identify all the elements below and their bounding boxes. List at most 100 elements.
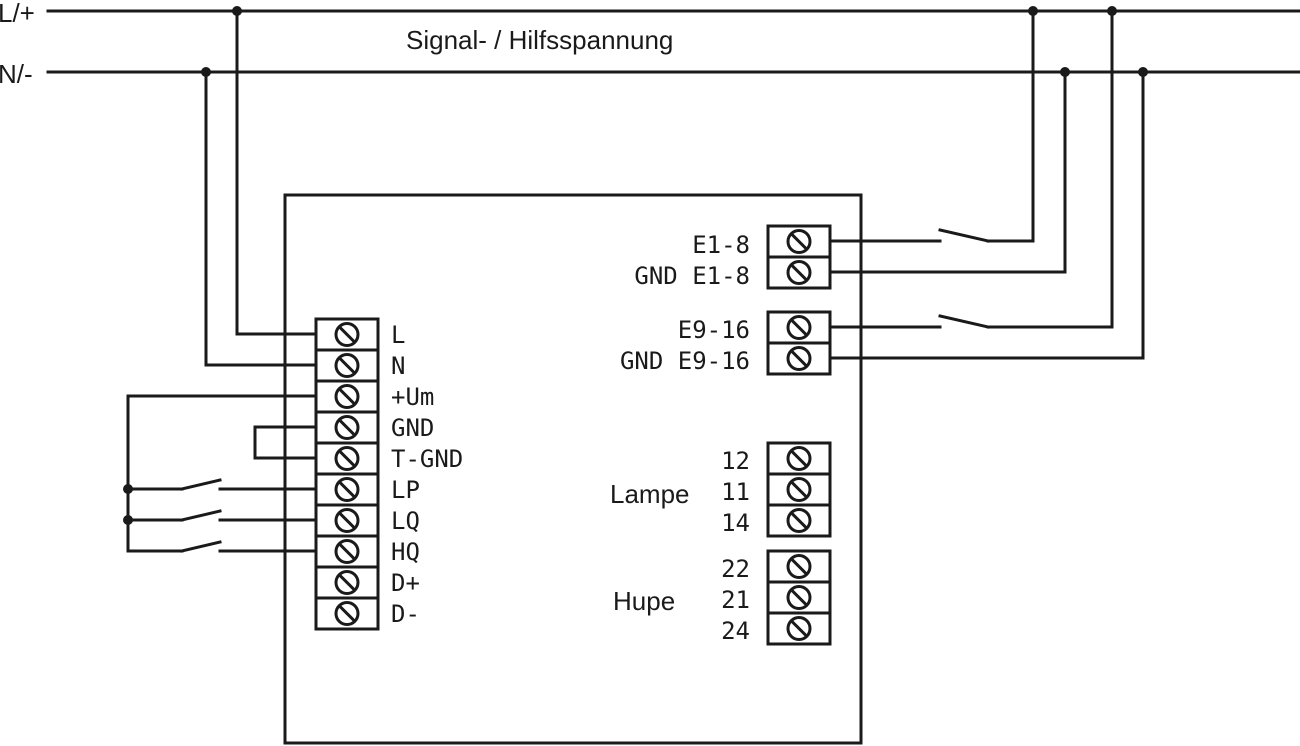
screw-icon [786, 585, 812, 610]
left-terminal [314, 503, 380, 538]
hupe-terminal [766, 580, 832, 615]
screw-slot [338, 480, 356, 499]
lampe-pin-14: 14 [721, 509, 750, 537]
wire-n [204, 70, 318, 367]
input-terminal [766, 255, 832, 290]
screw-icon [786, 260, 812, 285]
screw-slot [790, 480, 808, 499]
input-terminal-blocks [766, 224, 832, 376]
screw-icon [334, 570, 360, 595]
left-terminal [314, 348, 380, 383]
l-plus-label: L/+ [0, 0, 35, 28]
left-terminal-label: HQ [391, 538, 420, 566]
left-terminal [314, 596, 380, 631]
switch-e1-8 [938, 228, 990, 243]
wire-e1-8-b [986, 9, 1035, 243]
input-terminal [766, 224, 832, 259]
switch-hq [180, 540, 222, 553]
input-gnd-e9-16-label: GND E9-16 [620, 347, 750, 375]
input-terminal [766, 310, 832, 345]
screw-icon [334, 384, 360, 409]
n-minus-label: N/- [0, 59, 33, 89]
screw-slot [790, 619, 808, 638]
left-terminal-label: D- [391, 600, 420, 628]
input-terminal [766, 341, 832, 376]
screw-icon [334, 353, 360, 378]
hupe-pin-24: 24 [721, 617, 750, 645]
wire-um-common [126, 394, 318, 553]
hupe-terminal [766, 549, 832, 584]
screw-icon [786, 554, 812, 579]
relay-terminal-blocks [766, 441, 832, 646]
left-terminal [314, 317, 380, 352]
screw-slot [338, 604, 356, 623]
screw-icon [786, 616, 812, 641]
left-terminal-label: D+ [391, 569, 420, 597]
supply-label: Signal- / Hilfsspannung [406, 25, 673, 55]
switch-lq [180, 509, 222, 522]
lampe-terminal [766, 503, 832, 538]
screw-slot [790, 588, 808, 607]
left-terminal [314, 565, 380, 600]
left-terminal-label: N [391, 352, 405, 380]
left-terminal-block [314, 317, 380, 631]
screw-slot [790, 232, 808, 251]
left-terminal [314, 472, 380, 507]
lampe-pin-11: 11 [721, 478, 750, 506]
screw-icon [334, 322, 360, 347]
screw-slot [338, 356, 356, 375]
screw-icon [786, 315, 812, 340]
switch-lp [180, 478, 222, 491]
wire-gnd-bridge [253, 425, 318, 460]
input-e1-8-label: E1-8 [692, 231, 750, 259]
screw-slot [338, 449, 356, 468]
left-terminal [314, 410, 380, 445]
left-terminal-label: +Um [391, 383, 434, 411]
left-terminal-label: T-GND [391, 445, 463, 473]
screw-icon [334, 477, 360, 502]
lampe-terminal [766, 441, 832, 476]
wire-l [235, 9, 318, 336]
wire-gnd-e1-8 [828, 70, 1067, 274]
screw-icon [334, 539, 360, 564]
screw-icon [786, 446, 812, 471]
screw-slot [790, 449, 808, 468]
wire-gnd-e9-16 [828, 70, 1145, 360]
screw-icon [786, 508, 812, 533]
input-gnd-e1-8-label: GND E1-8 [634, 262, 750, 290]
screw-slot [338, 418, 356, 437]
screw-slot [338, 573, 356, 592]
screw-icon [334, 508, 360, 533]
screw-slot [338, 387, 356, 406]
screw-slot [338, 325, 356, 344]
screw-slot [790, 349, 808, 368]
screw-icon [334, 601, 360, 626]
screw-slot [790, 318, 808, 337]
screw-slot [338, 511, 356, 530]
screw-icon [786, 346, 812, 371]
lampe-terminal [766, 472, 832, 507]
left-terminal [314, 379, 380, 414]
hupe-pin-21: 21 [721, 586, 750, 614]
left-terminal-label: LP [391, 476, 420, 504]
screw-slot [790, 511, 808, 530]
wire-e9-16-b [986, 9, 1114, 329]
hupe-terminal [766, 611, 832, 646]
hupe-pin-22: 22 [721, 555, 750, 583]
left-terminal-label: GND [391, 414, 434, 442]
screw-icon [786, 229, 812, 254]
lampe-pin-12: 12 [721, 447, 750, 475]
screw-slot [790, 263, 808, 282]
left-terminal [314, 534, 380, 569]
left-terminal-label: L [391, 321, 405, 349]
device-housing [283, 193, 863, 745]
screw-slot [338, 542, 356, 561]
screw-icon [334, 415, 360, 440]
lampe-label: Lampe [610, 479, 690, 509]
hupe-label: Hupe [613, 586, 675, 616]
switch-e9-16 [938, 314, 990, 329]
left-terminal [314, 441, 380, 476]
screw-icon [334, 446, 360, 471]
